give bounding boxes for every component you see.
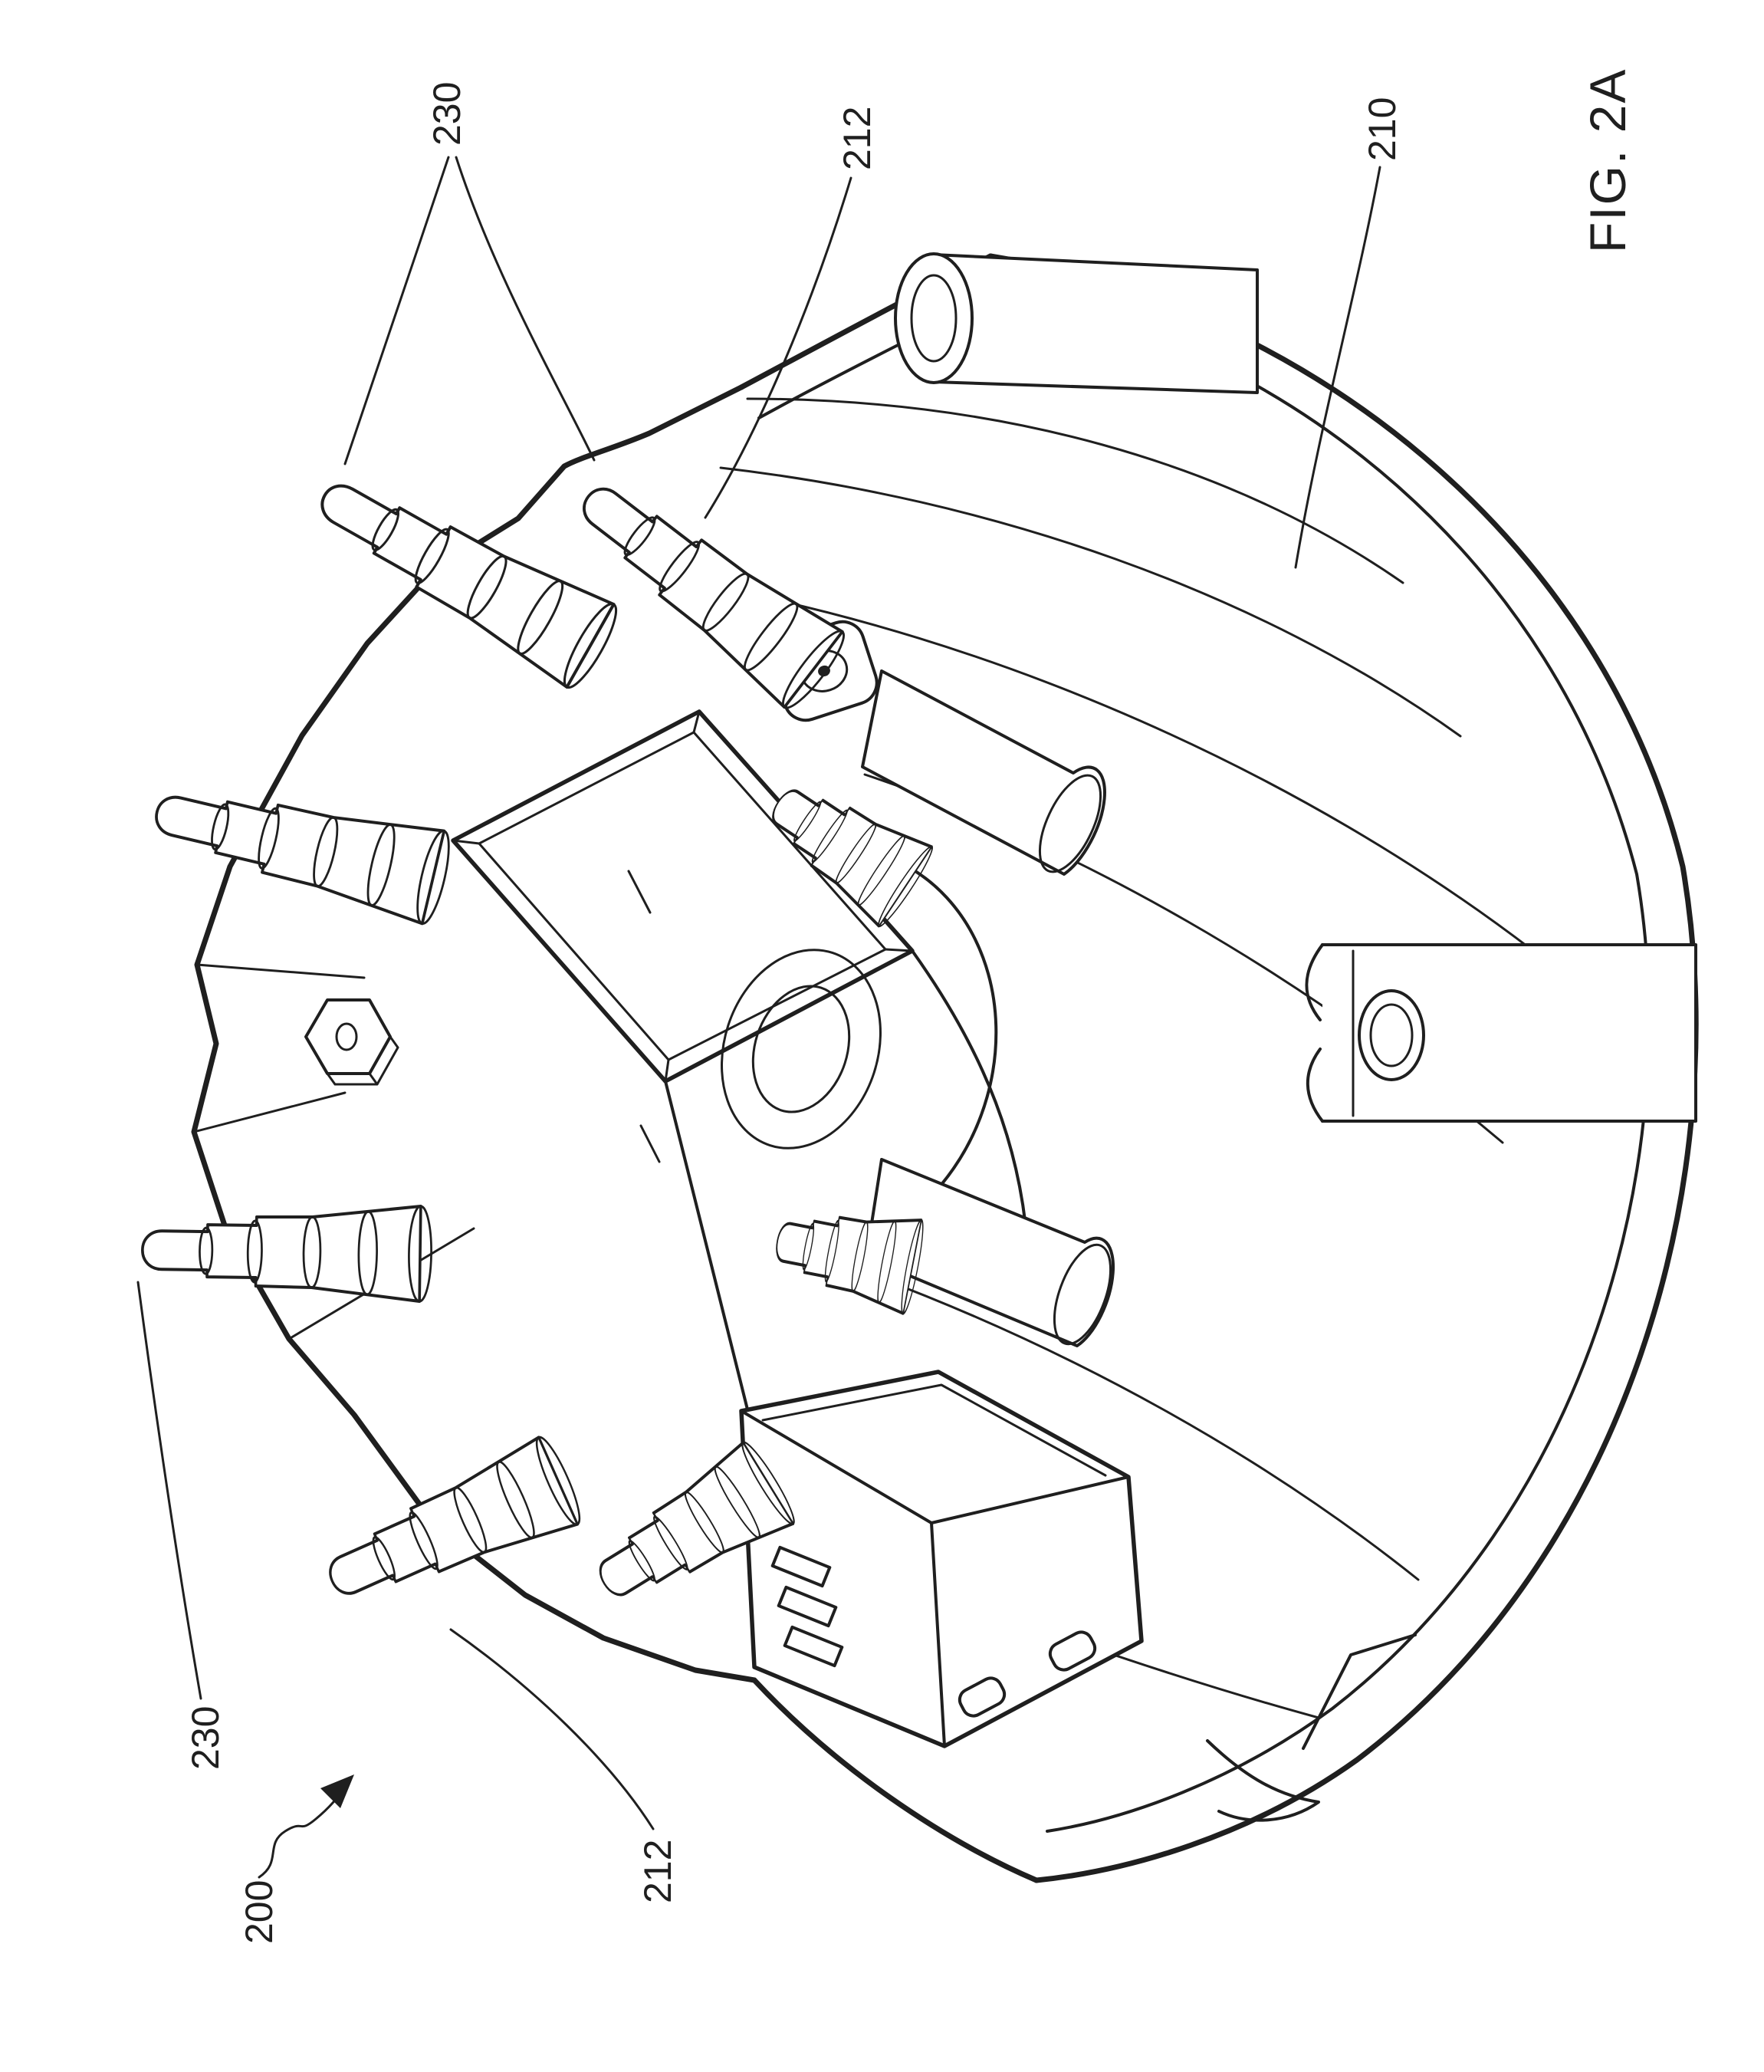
terminal-tower (311, 1432, 588, 1626)
leader-200-squiggle (258, 1785, 347, 1879)
ref-label-212-top: 212 (836, 107, 879, 170)
hex-boss (304, 998, 399, 1086)
leader-212-bottom (449, 1628, 655, 1830)
hold-down-channel (1305, 943, 1697, 1123)
ref-label-210: 210 (1361, 97, 1404, 161)
ref-label-200: 200 (238, 1880, 281, 1944)
leader-210 (1294, 166, 1381, 569)
figure-caption: FIG. 2A (1579, 68, 1636, 253)
terminal-tower (144, 764, 457, 928)
ref-label-230-top: 230 (425, 82, 468, 146)
terminal-tower (140, 1200, 434, 1304)
leader-230-top-a (343, 156, 450, 465)
cap-top-face (191, 384, 757, 1683)
leader-230-bottom (136, 1281, 202, 1700)
connector-block (739, 1370, 1144, 1748)
ref-label-212-bottom: 212 (636, 1840, 679, 1903)
top-stub-tower (894, 252, 1259, 394)
leader-lines (136, 156, 1381, 1879)
leader-212-top (704, 176, 852, 519)
arrowhead-200 (320, 1774, 354, 1808)
center-platform (451, 709, 1029, 1411)
far-terminal-cones (861, 669, 1115, 1347)
leader-230-top-b (455, 156, 596, 462)
terminal-tower (300, 452, 626, 695)
labels: 230 212 210 230 200 212 FIG. 2A (184, 68, 1636, 1944)
ref-label-230-bottom: 230 (184, 1706, 227, 1770)
terminal-tower (557, 457, 853, 716)
